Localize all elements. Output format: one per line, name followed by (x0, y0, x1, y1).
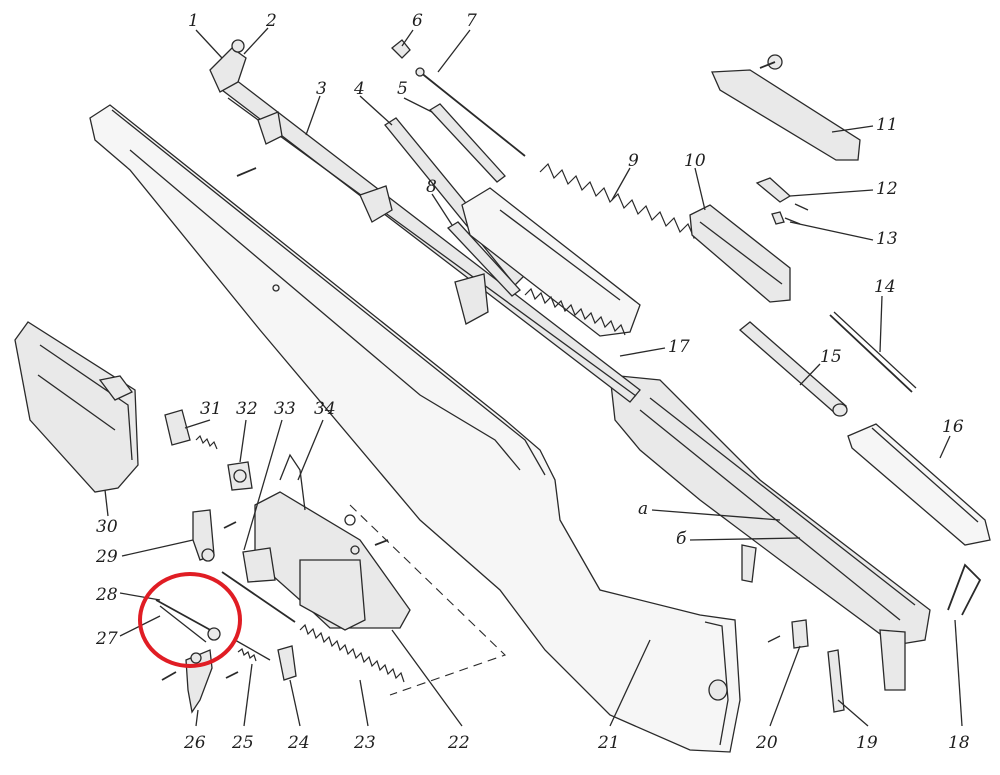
receiver-part (609, 374, 931, 691)
label-22: 22 (447, 733, 470, 753)
part-24 (277, 645, 297, 681)
label-26: 26 (183, 733, 206, 753)
label-16: 16 (942, 417, 964, 437)
barrel-part (209, 39, 641, 403)
label-3: 3 (316, 79, 327, 99)
label-23: 23 (353, 733, 376, 753)
trigger-part (185, 649, 213, 714)
label-11: 11 (876, 115, 898, 135)
label-18: 18 (948, 733, 970, 753)
label-28: 28 (95, 585, 118, 605)
trigger-group-part (242, 453, 411, 631)
label-15: 15 (820, 347, 842, 367)
label-34: 34 (314, 399, 336, 419)
label-13: 13 (876, 229, 898, 249)
lower-handguard-part (847, 423, 991, 546)
label-33: 33 (274, 399, 296, 419)
label-1: 1 (188, 11, 199, 31)
part-25 (234, 639, 271, 662)
label-8: 8 (426, 177, 437, 197)
label-6: 6 (412, 11, 423, 31)
label-24: 24 (287, 733, 310, 753)
label-12: 12 (876, 179, 898, 199)
label-20: 20 (755, 733, 778, 753)
label-25: 25 (231, 733, 254, 753)
firing-pin-parts (755, 177, 809, 225)
upper-handguard-part (461, 187, 641, 337)
label-32: 32 (236, 399, 258, 419)
magazine-part (14, 321, 139, 493)
label-30: 30 (96, 517, 118, 537)
part-20 (767, 619, 809, 649)
label-2: 2 (265, 11, 277, 31)
label-19: 19 (856, 733, 878, 753)
bolt-carrier-part (689, 204, 791, 303)
label-29: 29 (95, 547, 118, 567)
label-5: 5 (397, 79, 408, 99)
hammer-spring-part (299, 623, 405, 683)
highlight-circle (138, 572, 242, 668)
parts-31-32 (164, 409, 253, 491)
spring-17-part (524, 287, 626, 336)
stock-sling-hole (708, 679, 728, 701)
label-4: 4 (353, 79, 365, 99)
extractor-rod-part (829, 311, 917, 393)
small-pins (161, 167, 389, 681)
receiver-cover-part (711, 54, 861, 161)
trigger-group-dashed-outline (349, 504, 507, 696)
label-7: 7 (466, 11, 477, 31)
parts-27-28 (155, 571, 296, 643)
label-31: 31 (200, 399, 222, 419)
part-29 (192, 509, 215, 562)
label-10: 10 (684, 151, 706, 171)
label-21: 21 (597, 733, 620, 753)
part-18 (947, 563, 982, 616)
label-b: б (676, 529, 687, 549)
label-17: 17 (668, 337, 690, 357)
label-a: а (638, 499, 648, 519)
guide-tube-part (738, 321, 848, 417)
stock-part (89, 104, 741, 753)
label-9: 9 (628, 151, 639, 171)
cleaning-rod-part (415, 67, 526, 157)
label-27: 27 (95, 629, 118, 649)
leader-lines (104, 27, 963, 727)
label-14: 14 (874, 277, 896, 297)
part-labels: 1 2 3 4 5 6 7 8 9 10 11 12 13 14 15 16 1… (95, 11, 970, 753)
part-19 (827, 649, 845, 713)
